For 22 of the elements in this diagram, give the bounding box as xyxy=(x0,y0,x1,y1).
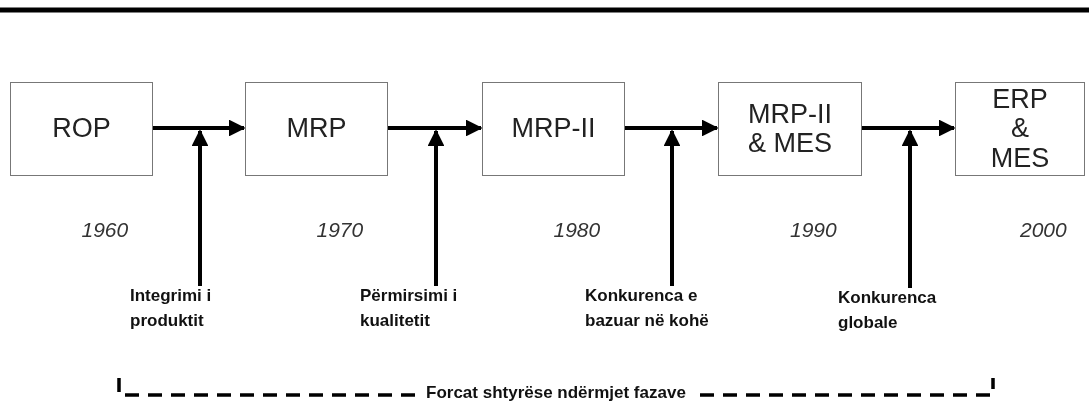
arrow xyxy=(191,129,209,286)
year-label: 1990 xyxy=(790,218,837,242)
year-label: 1980 xyxy=(553,218,601,242)
stage-box: MRP xyxy=(245,82,388,176)
stage-box: MRP-II & MES xyxy=(718,82,862,176)
driver-label: Përmirsimi i kualitetit xyxy=(360,284,490,334)
driver-label: Integrimi i produktit xyxy=(130,284,255,334)
stage-box: ROP xyxy=(10,82,153,176)
year-label: 1960 xyxy=(81,218,129,242)
arrow xyxy=(388,119,483,137)
arrow xyxy=(901,129,919,288)
stage-box: ERP & MES xyxy=(955,82,1085,176)
year-label: 1970 xyxy=(316,218,364,242)
arrow xyxy=(153,119,246,137)
arrow xyxy=(663,129,681,286)
driver-label: Konkurenca globale xyxy=(838,286,963,336)
stage-box: MRP-II xyxy=(482,82,625,176)
driver-label: Konkurenca e bazuar në kohë xyxy=(585,284,745,334)
year-label: 2000 xyxy=(1020,218,1067,242)
arrow xyxy=(625,119,719,137)
arrow xyxy=(862,119,956,137)
arrow xyxy=(427,129,445,286)
